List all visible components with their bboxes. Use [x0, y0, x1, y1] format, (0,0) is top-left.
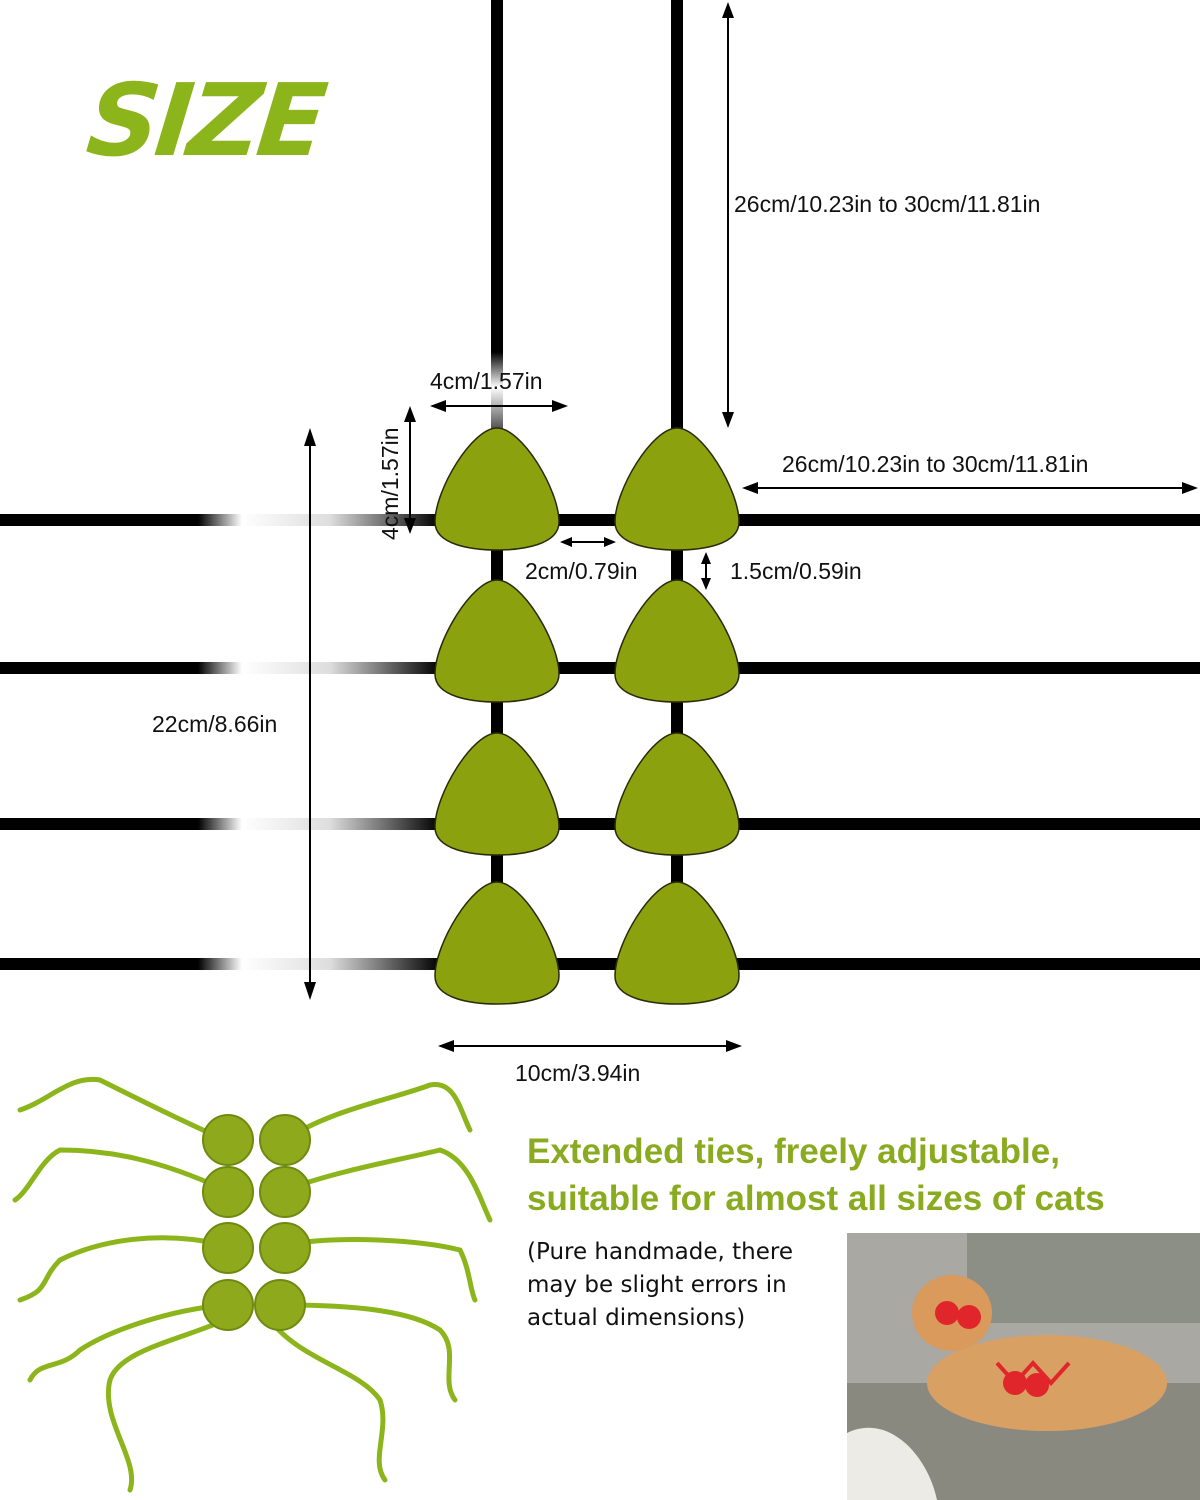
- cup-height-label: 4cm/1.57in: [377, 427, 403, 540]
- total-width-label: 10cm/3.94in: [515, 1060, 640, 1086]
- headline: Extended ties, freely adjustable, suitab…: [527, 1128, 1105, 1222]
- row-gap-label: 1.5cm/0.59in: [730, 558, 862, 584]
- cup-width-label: 4cm/1.57in: [430, 368, 543, 394]
- cat-photo: [847, 1233, 1200, 1500]
- cup: [614, 732, 740, 856]
- cup: [434, 732, 560, 856]
- dimension-arrows: [304, 2, 1198, 1052]
- vertical-strap-label: 26cm/10.23in to 30cm/11.81in: [734, 191, 1040, 217]
- cup: [434, 427, 560, 551]
- size-title: SIZE: [81, 62, 329, 179]
- headline-line-2: suitable for almost all sizes of cats: [527, 1179, 1105, 1218]
- cup: [434, 579, 560, 703]
- cup: [614, 881, 740, 1005]
- total-length-label: 22cm/8.66in: [152, 711, 277, 737]
- crochet-product-image: [12, 1076, 493, 1493]
- cup-gap-label: 2cm/0.79in: [525, 558, 638, 584]
- vertical-strap-right: [671, 0, 683, 440]
- handmade-note: (Pure handmade, there may be slight erro…: [527, 1239, 793, 1331]
- cup: [614, 579, 740, 703]
- cup: [614, 427, 740, 551]
- vertical-strap-left: [491, 0, 503, 440]
- headline-line-1: Extended ties, freely adjustable,: [527, 1132, 1060, 1171]
- horizontal-strap-label: 26cm/10.23in to 30cm/11.81in: [782, 451, 1088, 477]
- cup: [434, 881, 560, 1005]
